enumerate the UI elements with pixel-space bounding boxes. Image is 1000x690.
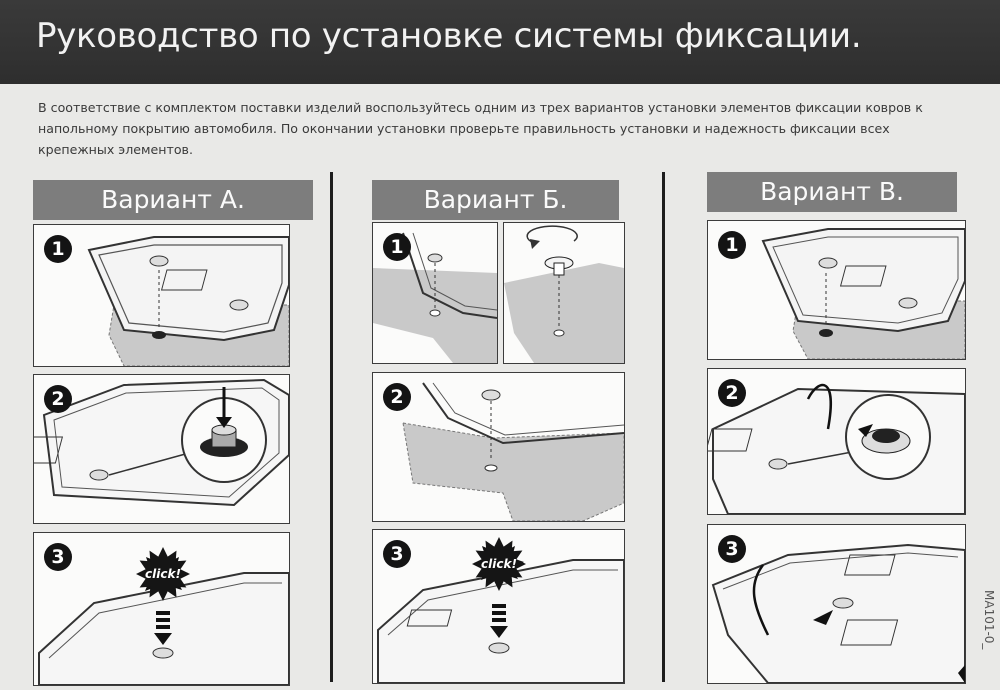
floor-mat-illustration [711, 543, 965, 683]
step-number: 1 [44, 235, 72, 263]
header-banner: Руководство по установке системы фиксаци… [0, 0, 1000, 84]
star-burst-icon [136, 547, 190, 601]
floor-mat-illustration [402, 382, 624, 521]
variant-c-step-2: 2 [707, 368, 966, 515]
variant-a-step-1: 1 [33, 224, 290, 367]
variant-c-step-1: 1 [707, 220, 966, 360]
variant-a-step-3: 3 click! [33, 532, 290, 686]
step-number: 1 [718, 231, 746, 259]
variant-b: Вариант Б. 1 2 [372, 172, 652, 687]
page-title: Руководство по установке системы фиксаци… [36, 16, 862, 56]
step-number: 3 [383, 540, 411, 568]
variant-b-step-3: 3 click! [372, 529, 625, 684]
document-code: MA101-0_ [982, 590, 996, 650]
column-divider [662, 172, 665, 682]
variant-a: Вариант А. 1 2 3 [33, 172, 313, 687]
fastener-illustration [504, 225, 624, 363]
intro-paragraph: В соответствие с комплектом поставки изд… [38, 100, 923, 157]
step-number: 3 [718, 535, 746, 563]
variant-b-step-2: 2 [372, 372, 625, 522]
variant-c-title: Вариант В. [707, 172, 957, 212]
variant-c-step-3: 3 [707, 524, 966, 684]
floor-mat-illustration [87, 236, 289, 366]
step-number: 2 [44, 385, 72, 413]
variant-c: Вариант В. 1 2 3 [707, 172, 987, 687]
step-number: 3 [44, 543, 72, 571]
floor-mat-illustration [708, 383, 965, 514]
click-label: click! [481, 557, 517, 571]
variant-a-step-2: 2 [33, 374, 290, 524]
floor-mat-illustration [761, 228, 965, 359]
click-burst: click! [135, 546, 191, 602]
step-number: 1 [383, 233, 411, 261]
star-burst-icon [472, 537, 526, 591]
variant-b-step-1a: 1 [372, 222, 498, 364]
variant-a-title: Вариант А. [33, 180, 313, 220]
click-burst: click! [471, 536, 527, 592]
floor-mat-illustration [34, 378, 289, 507]
step-number: 2 [718, 379, 746, 407]
click-label: click! [145, 567, 181, 581]
floor-mat-illustration [373, 232, 497, 363]
variant-b-title: Вариант Б. [372, 180, 619, 220]
column-divider [330, 172, 333, 682]
variant-b-step-1b [503, 222, 625, 364]
step-number: 2 [383, 383, 411, 411]
